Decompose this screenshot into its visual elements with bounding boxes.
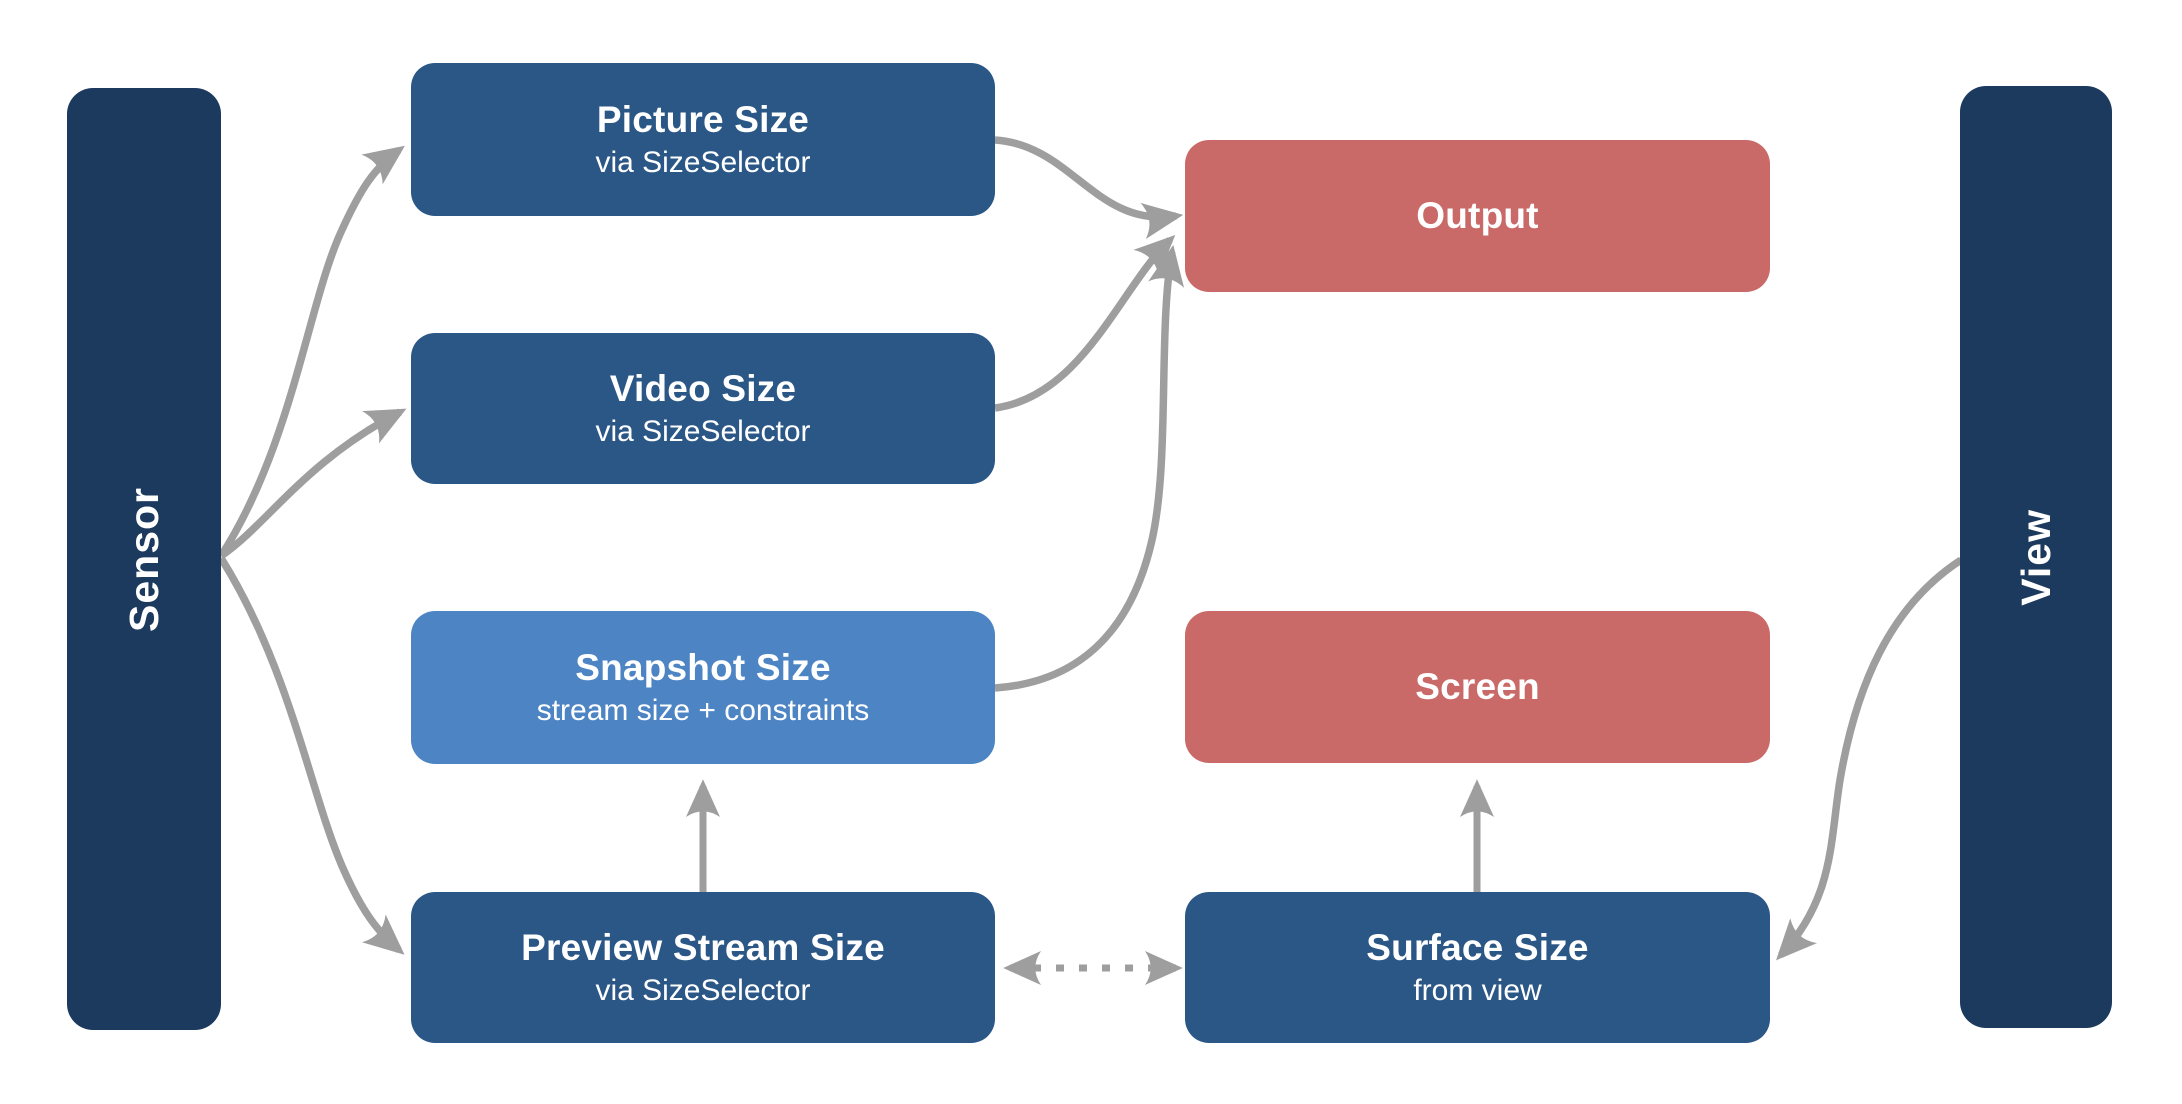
preview-stream-size-subtitle: via SizeSelector — [595, 974, 811, 1008]
edge-sensor-to-preview — [217, 556, 405, 955]
node-output: Output — [1185, 140, 1770, 292]
edge-snapshot-to-output — [994, 244, 1185, 692]
snapshot-size-title: Snapshot Size — [575, 646, 831, 688]
video-size-title: Video Size — [609, 367, 797, 409]
sensor-label: Sensor — [120, 486, 167, 632]
edge-sensor-to-picture — [217, 145, 405, 559]
preview-stream-size-title: Preview Stream Size — [521, 926, 885, 968]
node-preview-stream-size: Preview Stream Size via SizeSelector — [411, 892, 995, 1043]
node-picture-size: Picture Size via SizeSelector — [411, 63, 995, 216]
edge-picture-to-output — [994, 136, 1184, 239]
edge-video-to-output — [994, 234, 1176, 412]
edge-view-to-surface — [1776, 556, 1964, 961]
video-size-subtitle: via SizeSelector — [595, 415, 811, 449]
surface-size-subtitle: from view — [1413, 974, 1542, 1008]
node-sensor-rail: Sensor — [67, 88, 221, 1030]
screen-title: Screen — [1415, 666, 1540, 708]
snapshot-size-subtitle: stream size + constraints — [536, 694, 870, 728]
output-title: Output — [1416, 195, 1539, 237]
view-label: View — [2012, 508, 2059, 606]
node-view-rail: View — [1960, 86, 2112, 1028]
edge-sensor-to-video — [218, 408, 407, 560]
node-surface-size: Surface Size from view — [1185, 892, 1770, 1043]
picture-size-subtitle: via SizeSelector — [595, 146, 811, 180]
surface-size-title: Surface Size — [1366, 926, 1589, 968]
node-screen: Screen — [1185, 611, 1770, 763]
picture-size-title: Picture Size — [596, 98, 810, 140]
node-video-size: Video Size via SizeSelector — [411, 333, 995, 484]
node-snapshot-size: Snapshot Size stream size + constraints — [411, 611, 995, 764]
